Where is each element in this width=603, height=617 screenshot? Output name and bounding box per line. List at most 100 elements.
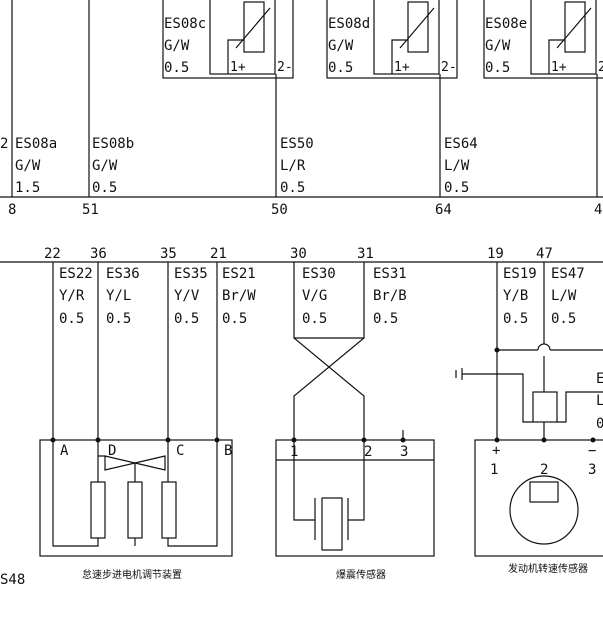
svg-text:ES35: ES35 (174, 266, 208, 282)
svg-text:0.5: 0.5 (485, 60, 510, 76)
svg-text:ES22: ES22 (59, 266, 93, 282)
svg-text:2: 2 (364, 444, 372, 460)
idle-stepper-motor: A D C B 怠速步进电机调节装置 (39, 262, 233, 581)
svg-text:35: 35 (160, 246, 177, 262)
svg-text:4: 4 (594, 202, 602, 218)
svg-text:ES08c: ES08c (164, 16, 206, 32)
top-pin-numbers: 8 51 50 64 4 (8, 202, 602, 218)
relay-label-es08e: ES08e G/W 0.5 1+ 2- (485, 16, 603, 76)
svg-text:0.5: 0.5 (106, 311, 131, 327)
svg-text:L/R: L/R (280, 158, 306, 174)
svg-text:G/W: G/W (15, 158, 41, 174)
svg-text:0.5: 0.5 (222, 311, 247, 327)
svg-text:Y/L: Y/L (106, 288, 131, 304)
bottom-pin-numbers: 22 36 35 21 30 31 19 47 (44, 246, 553, 262)
svg-text:ES47: ES47 (551, 266, 585, 282)
svg-text:0.5: 0.5 (444, 180, 469, 196)
svg-text:发动机转速传感器: 发动机转速传感器 (508, 562, 588, 575)
svg-text:0.5: 0.5 (280, 180, 305, 196)
svg-text:1: 1 (490, 462, 498, 478)
svg-text:0.5: 0.5 (328, 60, 353, 76)
svg-text:0.5: 0.5 (373, 311, 398, 327)
relay-label-es08c: ES08c G/W 0.5 1+ 2- (164, 16, 293, 76)
svg-text:1+: 1+ (230, 60, 246, 75)
svg-text:64: 64 (435, 202, 452, 218)
svg-text:ES08b: ES08b (92, 136, 134, 152)
svg-text:0.5: 0.5 (551, 311, 576, 327)
svg-text:ES64: ES64 (444, 136, 478, 152)
svg-text:0.5: 0.5 (59, 311, 84, 327)
svg-text:L: L (596, 393, 603, 409)
svg-text:V/G: V/G (302, 288, 327, 304)
svg-text:ES08e: ES08e (485, 16, 527, 32)
svg-text:0.5: 0.5 (164, 60, 189, 76)
svg-text:2-: 2- (598, 60, 603, 75)
svg-text:G/W: G/W (164, 38, 190, 54)
relay-es08d (326, 0, 458, 79)
svg-text:L/W: L/W (551, 288, 577, 304)
svg-text:G/W: G/W (92, 158, 118, 174)
svg-text:C: C (176, 443, 184, 459)
svg-text:怠速步进电机调节装置: 怠速步进电机调节装置 (82, 568, 182, 581)
svg-text:47: 47 (536, 246, 553, 262)
engine-speed-sensor: + − 1 2 3 发动机转速传感器 (455, 262, 603, 575)
svg-text:1+: 1+ (394, 60, 410, 75)
svg-text:31: 31 (357, 246, 374, 262)
relay-label-es08d: ES08d G/W 0.5 1+ 2- (328, 16, 457, 76)
svg-text:0.5: 0.5 (302, 311, 327, 327)
svg-text:A: A (60, 443, 69, 459)
svg-text:2-: 2- (277, 60, 293, 75)
svg-text:−: − (588, 443, 596, 459)
svg-text:50: 50 (271, 202, 288, 218)
svg-text:0.5: 0.5 (503, 311, 528, 327)
svg-text:E: E (596, 371, 603, 387)
svg-text:51: 51 (82, 202, 99, 218)
svg-text:ES50: ES50 (280, 136, 314, 152)
partial-pin-left: 2 (0, 136, 8, 152)
svg-text:Br/B: Br/B (373, 288, 407, 304)
svg-text:爆震传感器: 爆震传感器 (336, 568, 386, 581)
svg-text:L/W: L/W (444, 158, 470, 174)
svg-text:2-: 2- (441, 60, 457, 75)
svg-text:Y/V: Y/V (174, 288, 200, 304)
svg-text:ES21: ES21 (222, 266, 256, 282)
partial-left-label: S48 (0, 572, 25, 588)
svg-text:G/W: G/W (485, 38, 511, 54)
svg-text:3: 3 (400, 444, 408, 460)
svg-text:3: 3 (588, 462, 596, 478)
svg-text:0.5: 0.5 (174, 311, 199, 327)
wire-label-es64: ES64 L/W 0.5 (444, 136, 478, 196)
svg-text:2: 2 (540, 462, 548, 478)
relay-es08e (483, 0, 603, 79)
top-wires (0, 0, 603, 198)
svg-text:1+: 1+ (551, 60, 567, 75)
svg-text:ES36: ES36 (106, 266, 140, 282)
svg-text:0: 0 (596, 416, 603, 432)
wire-label-es50: ES50 L/R 0.5 (280, 136, 314, 196)
bottom-wire-labels: ES22 Y/R 0.5 ES36 Y/L 0.5 ES35 Y/V 0.5 E… (59, 266, 585, 327)
svg-text:ES30: ES30 (302, 266, 336, 282)
svg-text:36: 36 (90, 246, 107, 262)
svg-text:D: D (108, 443, 116, 459)
svg-text:G/W: G/W (328, 38, 354, 54)
svg-text:0.5: 0.5 (92, 180, 117, 196)
svg-text:Y/B: Y/B (503, 288, 528, 304)
wire-label-es08b: ES08b G/W 0.5 (92, 136, 134, 196)
svg-text:ES19: ES19 (503, 266, 537, 282)
svg-text:1.5: 1.5 (15, 180, 40, 196)
relay-es08c (162, 0, 294, 79)
svg-text:1: 1 (290, 444, 298, 460)
svg-text:Y/R: Y/R (59, 288, 85, 304)
wire-label-es08a: ES08a G/W 1.5 (15, 136, 57, 196)
svg-text:8: 8 (8, 202, 16, 218)
svg-text:Br/W: Br/W (222, 288, 256, 304)
svg-text:22: 22 (44, 246, 61, 262)
svg-text:21: 21 (210, 246, 227, 262)
partial-right-label: E L 0 (596, 371, 603, 432)
svg-text:19: 19 (487, 246, 504, 262)
svg-text:30: 30 (290, 246, 307, 262)
knock-sensor: 1 2 3 爆震传感器 (275, 262, 435, 581)
svg-text:ES08d: ES08d (328, 16, 370, 32)
svg-text:B: B (224, 443, 232, 459)
